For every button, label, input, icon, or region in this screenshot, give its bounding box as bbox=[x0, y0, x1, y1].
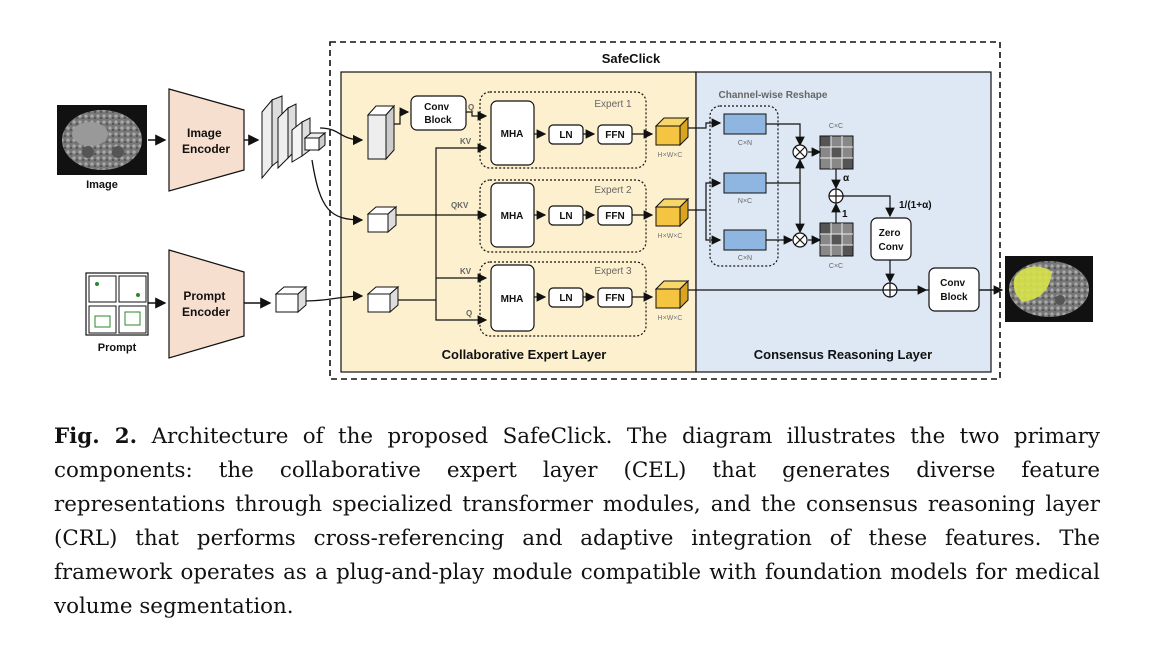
expert-1: Expert 1 MHA LN FFN bbox=[479, 91, 654, 169]
cxc-matrix-2 bbox=[819, 222, 854, 257]
svg-text:C×N: C×N bbox=[738, 140, 752, 147]
prompt-token-cube bbox=[274, 285, 308, 314]
multiply-op-2 bbox=[792, 232, 808, 248]
add-op-2 bbox=[882, 282, 898, 298]
conv-block-output-label: Conv Block bbox=[940, 278, 968, 303]
add-op-1 bbox=[828, 188, 844, 204]
expert-output-tokens bbox=[654, 116, 690, 310]
prompt-inputs bbox=[85, 272, 149, 336]
conv-block-input-label: Conv Block bbox=[424, 102, 452, 126]
svg-text:LN: LN bbox=[559, 130, 572, 141]
svg-text:QKV: QKV bbox=[451, 201, 469, 210]
svg-text:MHA: MHA bbox=[501, 211, 524, 222]
image-token-cube bbox=[366, 205, 398, 234]
svg-text:FFN: FFN bbox=[605, 211, 624, 222]
matrix-2 bbox=[723, 172, 767, 194]
expert-1-output bbox=[654, 116, 690, 147]
svg-text:KV: KV bbox=[460, 267, 472, 276]
hwc-labels: H×W×C H×W×C H×W×C bbox=[658, 152, 683, 322]
caption-text: Architecture of the proposed SafeClick. … bbox=[54, 424, 1100, 619]
svg-text:FFN: FFN bbox=[605, 130, 624, 141]
svg-text:Expert 1: Expert 1 bbox=[594, 99, 632, 110]
svg-text:Expert 3: Expert 3 bbox=[594, 266, 632, 277]
figure-caption: Fig. 2. Architecture of the proposed Saf… bbox=[54, 420, 1100, 624]
expert-2-output bbox=[654, 197, 690, 228]
svg-text:C×N: C×N bbox=[738, 255, 752, 262]
cxc-labels: C×C C×C bbox=[829, 123, 843, 270]
svg-text:N×C: N×C bbox=[738, 198, 752, 205]
expert-3-output bbox=[654, 279, 690, 310]
svg-text:MHA: MHA bbox=[501, 294, 524, 305]
reshaped-matrices bbox=[723, 113, 767, 251]
svg-text:LN: LN bbox=[559, 293, 572, 304]
svg-text:C×C: C×C bbox=[829, 263, 843, 270]
image-encoder bbox=[168, 88, 245, 192]
figure-label: Fig. 2. bbox=[54, 424, 138, 449]
multiply-op-1 bbox=[792, 144, 808, 160]
alpha-label: α bbox=[843, 173, 850, 184]
svg-text:KV: KV bbox=[460, 137, 472, 146]
cel-label: Collaborative Expert Layer bbox=[442, 347, 607, 362]
zero-conv-block bbox=[870, 217, 912, 261]
prompt-encoder bbox=[168, 249, 245, 359]
svg-text:MHA: MHA bbox=[501, 129, 524, 140]
safeclick-title: SafeClick bbox=[602, 51, 661, 66]
svg-text:LN: LN bbox=[559, 211, 572, 222]
matrix-dim-labels: C×N N×C C×N bbox=[738, 140, 752, 262]
svg-text:Q: Q bbox=[466, 309, 472, 318]
prompt-encoder-label: Prompt Encoder bbox=[182, 289, 230, 319]
architecture-diagram: SafeClick Collaborative Expert Layer Con… bbox=[57, 41, 1093, 380]
matrix-1 bbox=[723, 113, 767, 135]
reshape-label: Channel-wise Reshape bbox=[719, 90, 828, 101]
mha-block bbox=[490, 100, 535, 166]
svg-text:Expert 2: Expert 2 bbox=[594, 185, 632, 196]
conv-block-input bbox=[410, 95, 467, 131]
svg-text:Q: Q bbox=[468, 103, 474, 112]
svg-text:H×W×C: H×W×C bbox=[658, 315, 683, 322]
image-feature-cube bbox=[366, 104, 396, 161]
scale-label: 1/(1+α) bbox=[899, 200, 932, 211]
expert-3: Expert 3 MHA LN FFN bbox=[479, 261, 654, 337]
input-ct-image bbox=[57, 105, 147, 175]
conv-block-output bbox=[928, 267, 980, 312]
prompt-label: Prompt bbox=[98, 342, 137, 354]
svg-text:C×C: C×C bbox=[829, 123, 843, 130]
crl-label: Consensus Reasoning Layer bbox=[754, 347, 932, 362]
expert-input-labels: Q KV QKV KV Q bbox=[451, 103, 474, 318]
svg-text:H×W×C: H×W×C bbox=[658, 233, 683, 240]
feature-pyramid bbox=[261, 95, 327, 180]
image-encoder-label: Image Encoder bbox=[182, 126, 230, 156]
svg-text:FFN: FFN bbox=[605, 293, 624, 304]
one-label: 1 bbox=[842, 209, 848, 220]
zero-conv-label: Zero Conv bbox=[879, 228, 904, 253]
mha-block bbox=[490, 264, 535, 332]
cxc-matrix-1 bbox=[819, 135, 854, 170]
prompt-feature-cube bbox=[366, 285, 400, 314]
image-label: Image bbox=[86, 179, 118, 191]
output-segmentation-image bbox=[1005, 256, 1093, 322]
svg-text:H×W×C: H×W×C bbox=[658, 152, 683, 159]
expert-2: Expert 2 MHA LN FFN bbox=[479, 179, 654, 253]
channel-reshape-frame bbox=[709, 105, 779, 267]
matrix-3 bbox=[723, 229, 767, 251]
